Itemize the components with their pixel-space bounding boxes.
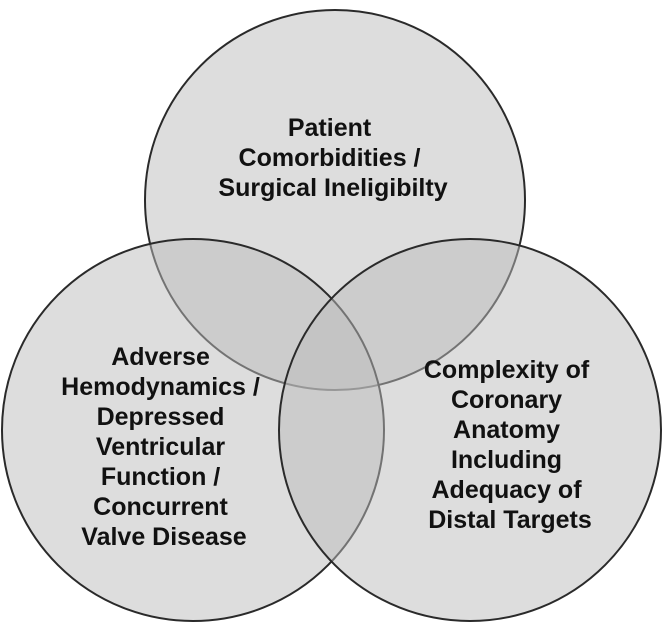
top-label-line: Patient (288, 114, 372, 142)
right-circle-label: Complexity of Coronary Anatomy Including… (424, 356, 596, 534)
right-label-line: Coronary (451, 386, 562, 414)
left-label-line: Ventricular (96, 433, 225, 461)
top-label-line: Comorbidities / (239, 144, 421, 172)
right-circle (278, 238, 662, 622)
top-circle-label: Patient Comorbidities / Surgical Ineligi… (218, 114, 447, 202)
left-label-line: Concurrent (93, 493, 228, 521)
right-label-line: Distal Targets (428, 506, 591, 534)
left-label-line: Valve Disease (81, 523, 247, 551)
right-label-line: Complexity of (424, 356, 590, 384)
left-circle-label: Adverse Hemodynamics / Depressed Ventric… (61, 343, 267, 551)
left-label-line: Hemodynamics / (61, 373, 260, 401)
top-label-line: Surgical Ineligibilty (218, 174, 447, 202)
left-label-line: Depressed (97, 403, 225, 431)
right-label-line: Anatomy (453, 416, 560, 444)
right-label-line: Including (451, 446, 562, 474)
left-label-line: Adverse (111, 343, 210, 371)
right-label-line: Adequacy of (432, 476, 583, 504)
left-label-line: Function / (101, 463, 220, 491)
